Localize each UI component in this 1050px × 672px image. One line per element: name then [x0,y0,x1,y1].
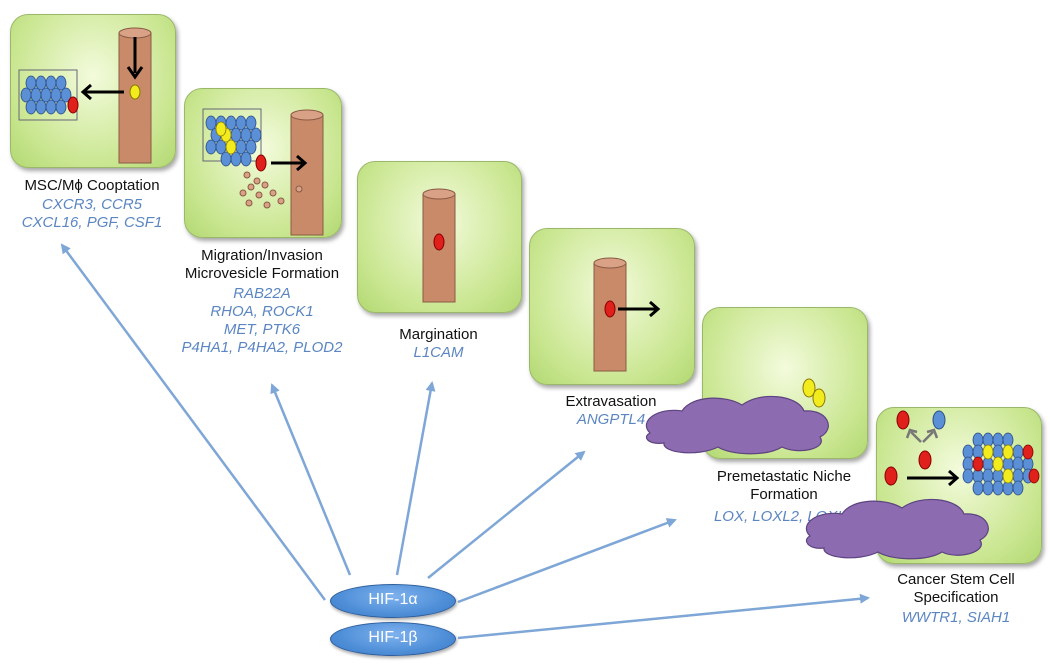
niche-cloud-icon [645,395,829,455]
yellow-cell-icon [812,388,826,408]
tumor-box [18,69,78,121]
arrow-to-cooptation [60,243,327,601]
stem-cell-cloud-icon [805,498,989,560]
red-cell-icon [884,466,898,486]
tumor-cluster-icon [205,115,262,167]
genes-migration: RAB22A RHOA, ROCK1 MET, PTK6 P4HA1, P4HA… [181,285,343,356]
tumor-cluster-icon [20,75,72,115]
red-cell-icon [67,96,79,114]
hif-1-alpha-label: HIF-1α [368,591,418,608]
card-cooptation [10,14,176,168]
blue-cell-icon [932,410,946,430]
genes-extravasation: ANGPTL4 [576,411,646,428]
genes-margination: L1CAM [413,344,464,361]
red-cell-icon [433,233,445,251]
arrow-to-niche [457,518,677,604]
card-margination [357,161,522,313]
stem-cell-cluster-icon [962,432,1040,496]
card-migration [184,88,342,238]
label-extravasation: Extravasation [565,393,657,410]
yellow-cell-icon [802,378,816,398]
arrow-to-stem-cell [457,593,870,640]
label-niche: Premetastatic Niche Formation [716,468,852,503]
red-cell-icon [604,300,616,318]
arrow-to-margination [395,381,436,576]
vessel-icon [593,262,627,372]
label-migration: Migration/Invasion Microvesicle Formatio… [184,247,340,282]
genes-stem-cell: WWTR1, SIAH1 [901,609,1011,626]
hif-1-alpha: HIF-1α [330,584,456,618]
red-cell-icon [255,154,267,172]
microvesicles-icon [239,171,303,209]
yellow-cells-icon [215,121,237,155]
red-cell-icon [918,450,932,470]
red-cell-icon [896,410,910,430]
hif-1-beta-label: HIF-1β [368,629,418,646]
label-cooptation: MSC/Mϕ Cooptation [24,177,160,194]
arrow-to-migration [270,383,352,576]
label-stem-cell: Cancer Stem Cell Specification [897,571,1015,606]
card-extravasation [529,228,695,385]
genes-cooptation: CXCR3, CCR5 CXCL16, PGF, CSF1 [21,196,163,231]
label-margination: Margination [399,326,478,343]
hif-1-beta: HIF-1β [330,622,456,656]
arrow-to-extravasation [427,450,586,579]
vessel-icon [290,114,324,236]
